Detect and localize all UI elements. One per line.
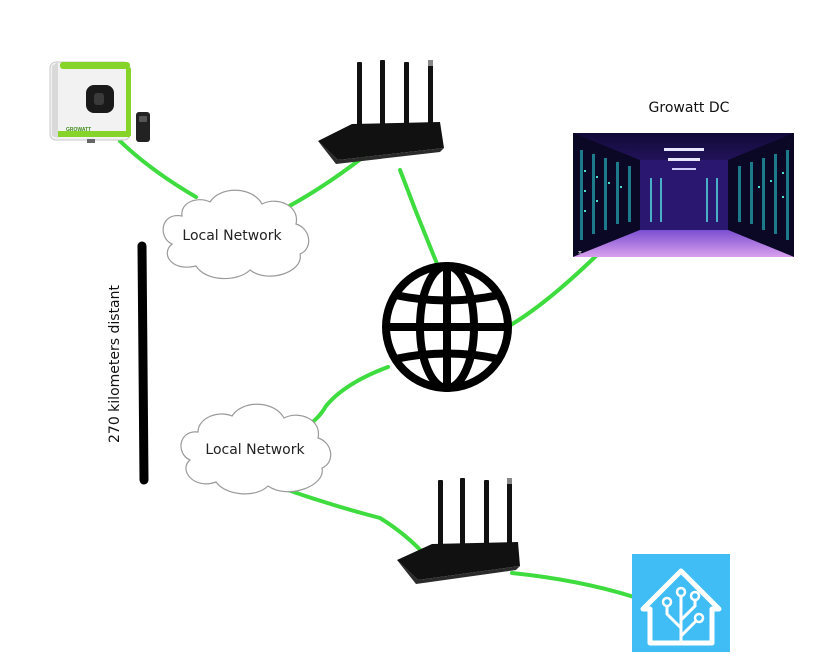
link-inverter-to-top-cloud <box>118 139 198 199</box>
link-router-top-to-globe <box>398 168 440 268</box>
expand-icon: ⌅ <box>577 248 583 256</box>
datacenter-label: Growatt DC <box>649 100 730 116</box>
inverter-brand: GROWATT <box>66 127 91 133</box>
link-top-cloud-to-router-top <box>280 156 364 212</box>
distance-label: 270 kilometers distant <box>107 285 123 443</box>
cloud-icon <box>180 403 332 495</box>
cloud-bottom: Local Network <box>180 403 332 495</box>
distance-indicator: 270 kilometers distant <box>107 241 149 485</box>
inverter-icon: GROWATT <box>49 61 150 143</box>
cloud-bottom-label: Local Network <box>205 442 305 458</box>
link-bottom-cloud-to-router-bottom <box>280 486 428 558</box>
link-router-bottom-to-home-assistant <box>510 571 636 599</box>
router-bottom-icon <box>397 478 520 584</box>
cloud-icon <box>162 189 310 280</box>
distance-bar <box>137 241 149 485</box>
home-assistant-icon <box>632 554 730 652</box>
link-globe-to-datacenter <box>507 254 598 328</box>
link-globe-to-bottom-cloud <box>302 365 390 430</box>
server-room-image: ⌅ <box>573 133 794 257</box>
router-top-icon <box>318 60 444 164</box>
globe-icon <box>382 262 512 392</box>
cloud-top-label: Local Network <box>182 228 282 244</box>
cloud-top: Local Network <box>162 189 310 280</box>
